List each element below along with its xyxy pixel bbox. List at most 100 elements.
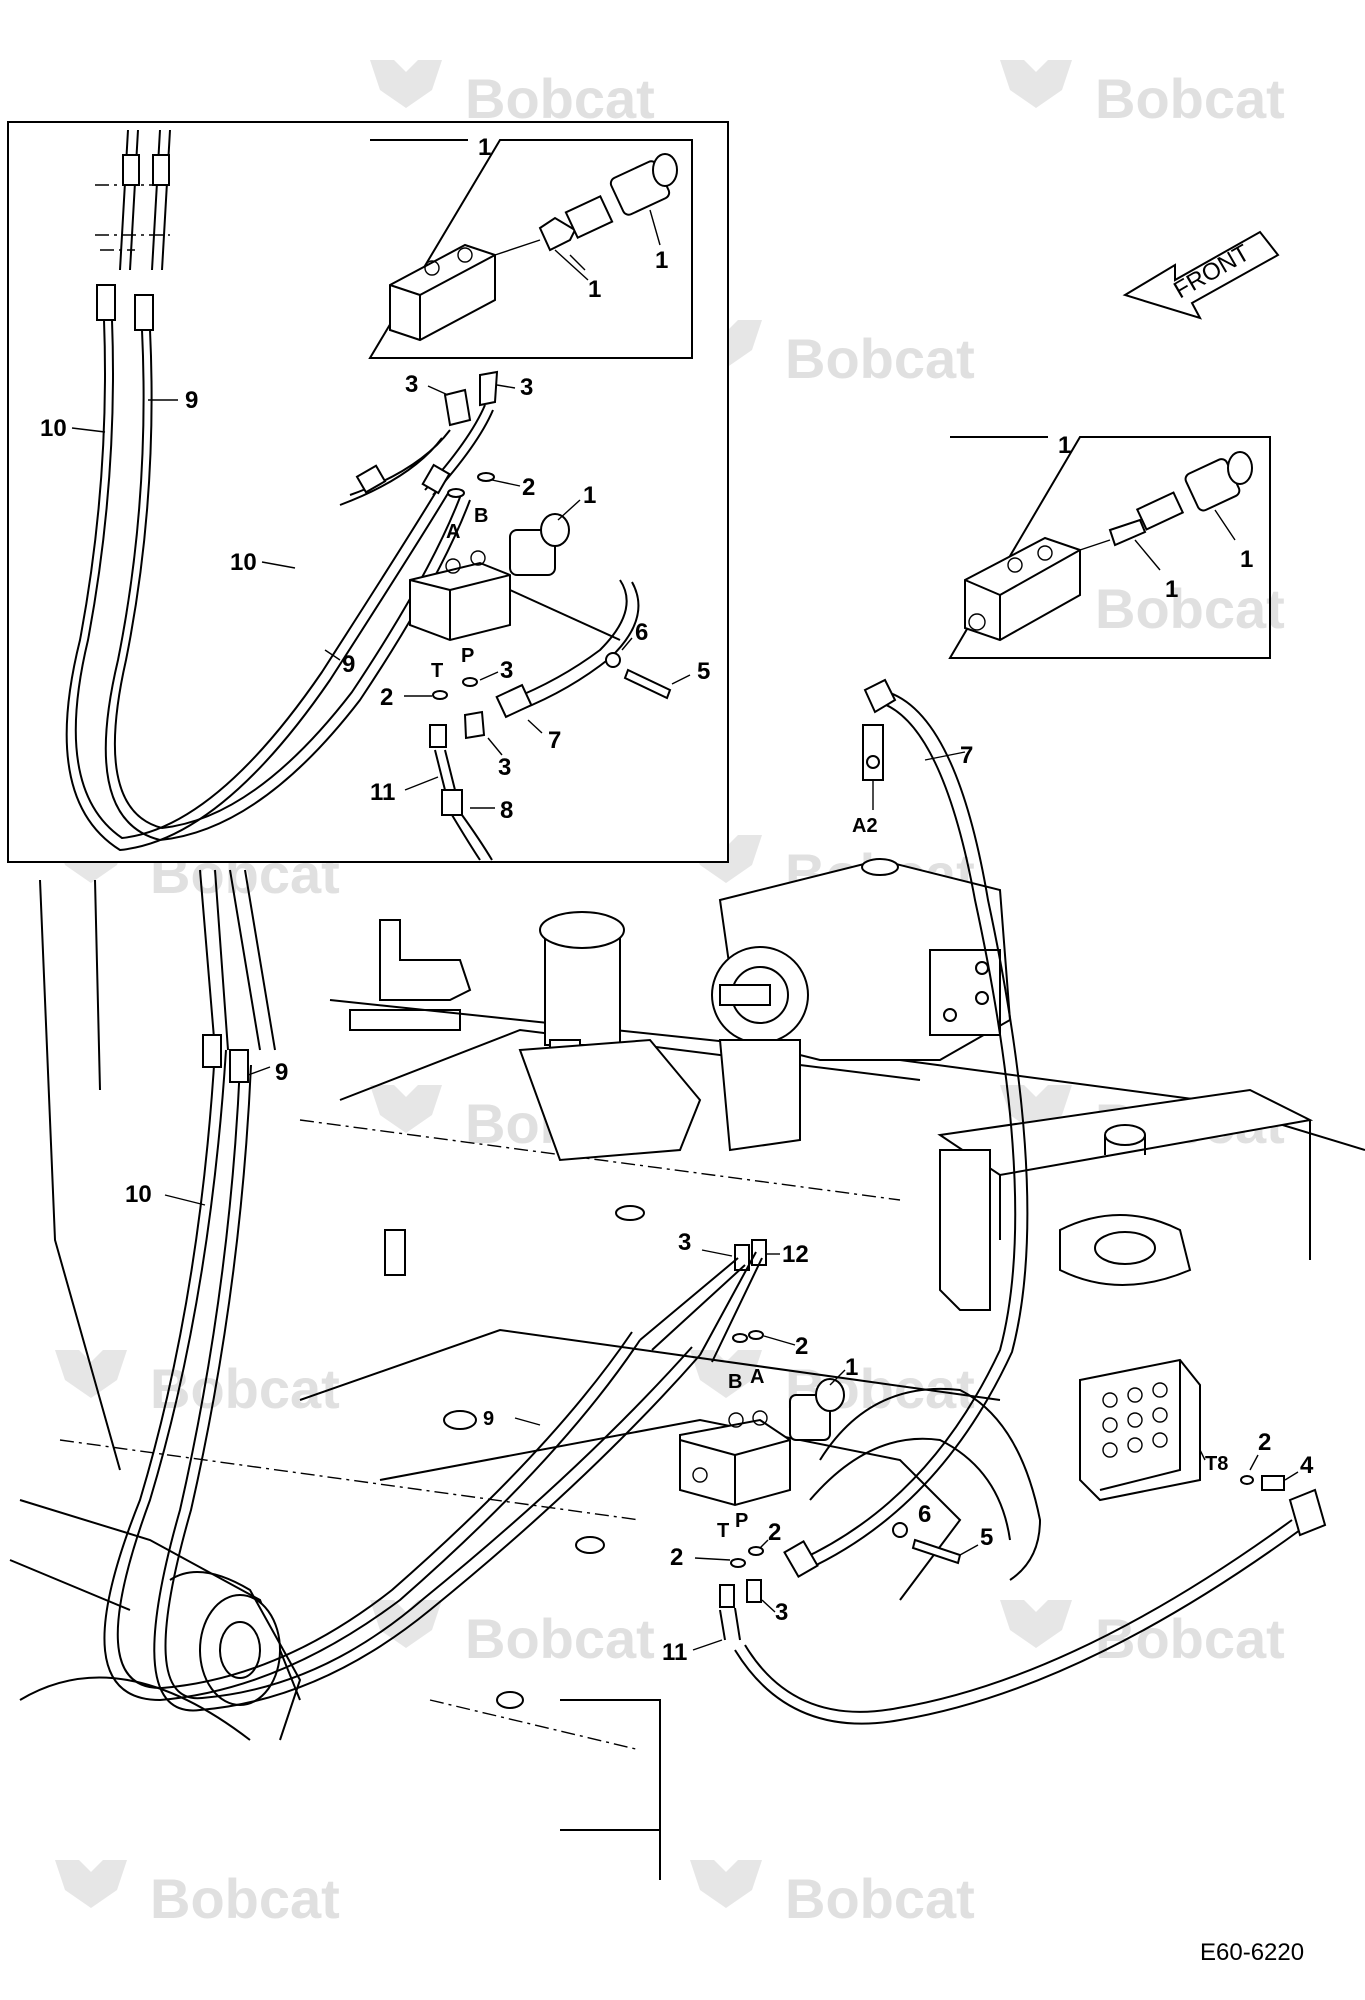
right-cross-legs <box>999 1120 1311 1260</box>
main-callouts: 7 A2 9 10 3 12 2 1 B A 9 2 4 T8 6 <box>125 742 1314 1666</box>
washer <box>892 1522 908 1538</box>
hose-7-edge <box>805 689 1029 1571</box>
port-label-t: T <box>717 1520 729 1542</box>
right-pipe-top <box>1104 1124 1146 1146</box>
manifold-port <box>1127 1437 1143 1453</box>
leader-line <box>164 1194 206 1206</box>
callout-12: 12 <box>782 1241 809 1268</box>
leader-line <box>924 751 966 761</box>
o-ring-t8 <box>1240 1475 1254 1485</box>
watermark: Bobcat <box>1000 1600 1285 1670</box>
inset-callout-3d: 3 <box>498 754 511 781</box>
inset-detail-title: 1 <box>478 134 491 161</box>
hose-a-line <box>639 1257 746 1351</box>
leader-line <box>761 1599 776 1613</box>
plate-boss <box>496 1691 524 1709</box>
left-inset: 10 9 3 3 2 1 A B 10 9 6 5 T P 3 2 <box>7 121 729 863</box>
inset-detail-cartridge <box>538 216 577 252</box>
callout-7: 7 <box>960 742 973 769</box>
hose-end-9 <box>229 1049 249 1083</box>
callout-a2: A2 <box>852 815 878 837</box>
pump-shaft <box>719 984 771 1006</box>
a2-fitting <box>862 724 884 781</box>
right-detail-stem <box>1135 491 1185 531</box>
leader-line <box>247 1066 271 1076</box>
leader-line <box>1249 1454 1259 1471</box>
inset-hose-7-end <box>495 683 533 719</box>
mount-strap <box>349 1009 461 1031</box>
manifold-port <box>1152 1382 1168 1398</box>
swivel-hole <box>1094 1231 1156 1265</box>
inset-hose-top <box>119 129 171 271</box>
front-arrow-shape <box>1122 230 1280 320</box>
front-arrow: FRONT <box>1122 230 1280 320</box>
hose-9 <box>153 1064 701 1712</box>
main-valve-port <box>692 1467 708 1483</box>
center-solenoid-body <box>544 929 621 1046</box>
leader-line <box>759 1539 769 1549</box>
plate-stud <box>615 1205 645 1221</box>
manifold-port <box>1152 1407 1168 1423</box>
upright-bracket <box>379 919 472 1001</box>
leader-line <box>829 1369 846 1386</box>
leader-line <box>514 1417 541 1426</box>
inset-callout-10: 10 <box>40 415 67 442</box>
watermark: Bobcat <box>370 1600 655 1670</box>
callout-2-right: 2 <box>1258 1429 1271 1456</box>
hose-8 <box>734 1529 1301 1725</box>
main-valve-edges <box>679 1439 791 1505</box>
inset-detail-callout-1b: 1 <box>655 247 668 274</box>
hose-b-line <box>699 1251 763 1363</box>
watermark: Bobcat <box>690 1860 975 1930</box>
callout-t8: T8 <box>1205 1453 1228 1475</box>
inset-callout-2: 2 <box>522 474 535 501</box>
right-detail-axis <box>1079 539 1111 551</box>
left-inset-callouts: 10 9 3 3 2 1 A B 10 9 6 5 T P 3 2 <box>40 371 710 824</box>
inset-callout-6: 6 <box>635 619 648 646</box>
port-label-a: A <box>750 1366 764 1388</box>
inset-hose-8-end <box>441 789 463 816</box>
hose-upper-2 <box>199 869 229 1051</box>
callout-4: 4 <box>1300 1452 1314 1479</box>
leader-line <box>763 1335 796 1346</box>
inset-callout-3c: 3 <box>500 657 513 684</box>
inset-fitting-11 <box>429 724 447 748</box>
inset-detail-block-edges <box>389 254 496 340</box>
leader-line <box>692 1639 723 1651</box>
main-view: 7 A2 9 10 3 12 2 1 B A 9 2 4 T8 6 <box>9 678 1365 1880</box>
right-pipe <box>1104 1135 1146 1155</box>
pump-port <box>975 961 989 975</box>
o-ring <box>732 1333 748 1343</box>
callout-1: 1 <box>845 1354 858 1381</box>
frame-cut <box>560 1699 661 1880</box>
o-ring <box>748 1330 764 1340</box>
inset-bolt <box>623 668 672 700</box>
hose-10 <box>103 1049 641 1702</box>
callout-3: 3 <box>678 1229 691 1256</box>
inset-hose-10-edge <box>74 319 443 840</box>
inset-detail-stem <box>564 194 614 240</box>
adapter-fitting <box>1261 1475 1285 1491</box>
main-elbow-bottom <box>719 1584 735 1608</box>
manifold-port <box>1127 1412 1143 1428</box>
inset-port-label-b: B <box>474 505 488 527</box>
inset-port-label-p: P <box>461 645 474 667</box>
inset-bolt-line <box>509 589 621 641</box>
boom-bracket <box>169 1571 302 1741</box>
right-detail-cartridge <box>1108 518 1147 547</box>
o-ring <box>748 1546 764 1556</box>
inset-port-label-a: A <box>446 521 460 543</box>
inset-hose-9 <box>104 329 471 842</box>
inset-callout-7: 7 <box>548 727 561 754</box>
svg-text:Bobcat: Bobcat <box>150 1357 340 1420</box>
inset-callout-2b: 2 <box>380 684 393 711</box>
inset-callout-10b: 10 <box>230 549 257 576</box>
o-ring <box>477 472 495 482</box>
pump-base <box>718 1039 801 1152</box>
inset-washer <box>605 652 621 668</box>
hose-8-elbow <box>1288 1488 1327 1537</box>
watermark: Bobcat <box>370 60 655 130</box>
inset-detail-coil-nut <box>652 153 678 187</box>
right-detail-port <box>1007 557 1023 573</box>
